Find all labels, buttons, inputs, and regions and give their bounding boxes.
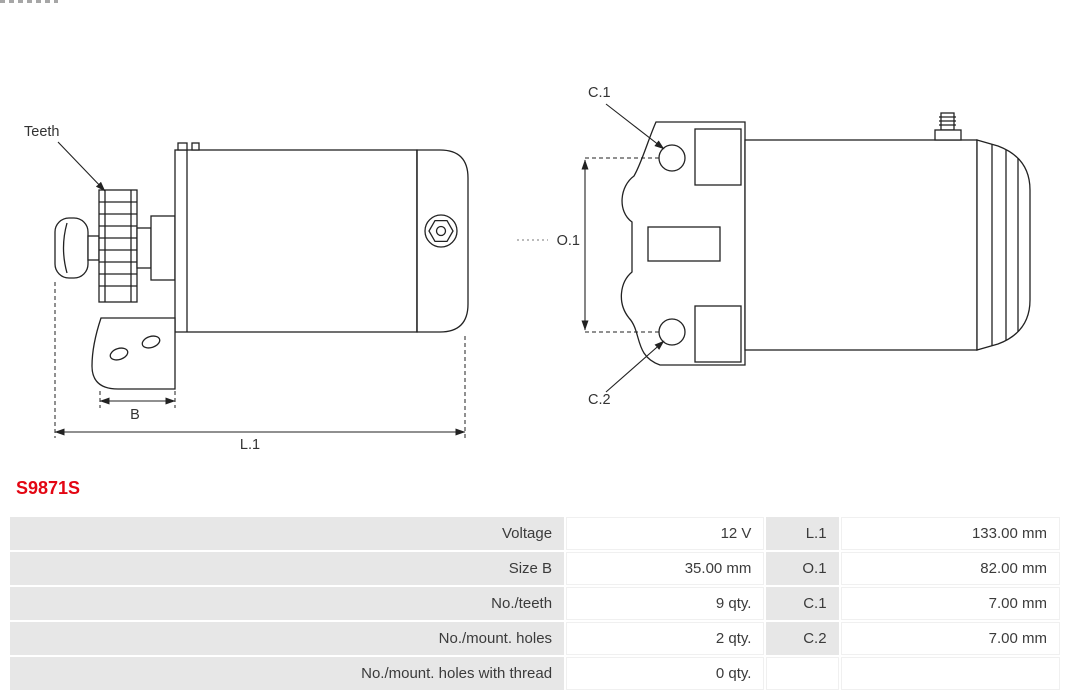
clipped-top-left-artifact — [0, 0, 58, 3]
pinion-gear — [98, 189, 138, 303]
front-collar — [150, 215, 176, 281]
dimension-l1: L.1 — [54, 282, 466, 453]
dim-label-cell — [766, 657, 839, 690]
dim-label-cell: L.1 — [766, 517, 839, 550]
dim-label-cell: O.1 — [766, 552, 839, 585]
dimension-o1: O.1 — [517, 157, 661, 333]
dimension-b-label: B — [130, 407, 140, 423]
dimension-b: B — [99, 391, 176, 423]
mounting-bracket — [91, 317, 176, 390]
callout-c2: C.2 — [588, 340, 665, 408]
callout-c1-label: C.1 — [588, 85, 611, 101]
dim-value-cell: 82.00 mm — [840, 552, 1060, 585]
spec-label-cell: No./mount. holes with thread — [10, 657, 565, 690]
rear-end-cap — [416, 149, 469, 333]
spec-label-cell: Size B — [10, 552, 565, 585]
dim-value-cell: 7.00 mm — [840, 587, 1060, 620]
ribbed-end-cap — [976, 139, 1031, 351]
teeth-label: Teeth — [24, 124, 59, 140]
spec-value-cell: 12 V — [566, 517, 765, 550]
spec-label-cell: No./teeth — [10, 587, 565, 620]
mounting-flange — [620, 121, 746, 366]
dim-value-cell: 7.00 mm — [840, 622, 1060, 655]
dim-value-cell: 133.00 mm — [840, 517, 1060, 550]
motor-housing — [174, 142, 418, 333]
dimension-l1-label: L.1 — [240, 437, 260, 453]
spec-value-cell: 0 qty. — [566, 657, 765, 690]
callout-c2-label: C.2 — [588, 392, 611, 408]
motor-body-right — [744, 139, 978, 351]
dim-label-cell: C.1 — [766, 587, 839, 620]
spec-value-cell: 2 qty. — [566, 622, 765, 655]
spec-label-cell: Voltage — [10, 517, 565, 550]
dim-label-cell: C.2 — [766, 622, 839, 655]
mount-hole-bottom — [658, 318, 686, 346]
mount-hole-top — [658, 144, 686, 172]
teeth-leader-line — [57, 141, 106, 192]
shaft-collar — [136, 227, 152, 269]
right-view-drawing: O.1 C.1 C.2 — [517, 85, 1031, 408]
terminal-stud — [934, 112, 962, 141]
table-row: No./teeth 9 qty. C.1 7.00 mm — [10, 587, 1060, 620]
table-row: No./mount. holes with thread 0 qty. — [10, 657, 1060, 690]
drive-shaft — [87, 235, 100, 261]
part-number: S9871S — [16, 478, 81, 498]
table-row: Voltage 12 V L.1 133.00 mm — [10, 517, 1060, 550]
left-view-drawing: Teeth B L.1 — [24, 124, 469, 453]
dimension-o1-label: O.1 — [557, 233, 580, 249]
spec-label-cell: No./mount. holes — [10, 622, 565, 655]
technical-drawing: Teeth B L.1 — [24, 85, 1031, 453]
spec-table: Voltage 12 V L.1 133.00 mm Size B 35.00 … — [8, 515, 1062, 692]
callout-c1: C.1 — [588, 85, 665, 150]
table-row: Size B 35.00 mm O.1 82.00 mm — [10, 552, 1060, 585]
drive-end-cap — [54, 217, 89, 279]
table-row: No./mount. holes 2 qty. C.2 7.00 mm — [10, 622, 1060, 655]
spec-value-cell: 9 qty. — [566, 587, 765, 620]
dim-value-cell — [840, 657, 1060, 690]
spec-value-cell: 35.00 mm — [566, 552, 765, 585]
